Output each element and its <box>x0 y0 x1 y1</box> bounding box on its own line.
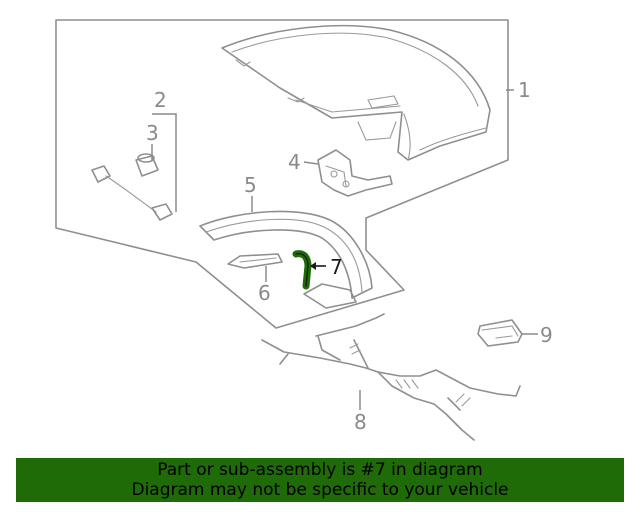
connector-module <box>477 319 523 347</box>
info-banner: Part or sub-assembly is #7 in diagram Di… <box>16 458 624 502</box>
seal-part-7-highlighted <box>292 250 312 290</box>
banner-line-1: Part or sub-assembly is #7 in diagram <box>157 460 483 480</box>
callout-9[interactable]: 9 <box>540 323 553 347</box>
trim-strip <box>227 253 283 269</box>
wiring-harness <box>261 313 521 441</box>
leader-7-arrow <box>310 262 316 270</box>
callout-8[interactable]: 8 <box>354 410 367 434</box>
motor-wiring-assembly <box>91 153 173 221</box>
callout-3[interactable]: 3 <box>146 121 159 145</box>
roof-panel <box>221 24 491 161</box>
banner-line-2: Diagram may not be specific to your vehi… <box>131 480 509 500</box>
callout-2[interactable]: 2 <box>154 88 167 112</box>
callout-6[interactable]: 6 <box>258 281 271 305</box>
leader-2 <box>152 113 177 212</box>
latch-bracket <box>317 149 393 197</box>
callout-7[interactable]: 7 <box>330 255 343 279</box>
leader-4 <box>303 161 319 165</box>
callout-4[interactable]: 4 <box>288 150 301 174</box>
frame-bow <box>199 210 373 309</box>
callout-1[interactable]: 1 <box>518 78 531 102</box>
callout-5[interactable]: 5 <box>244 173 257 197</box>
assembly-outline <box>55 19 509 329</box>
